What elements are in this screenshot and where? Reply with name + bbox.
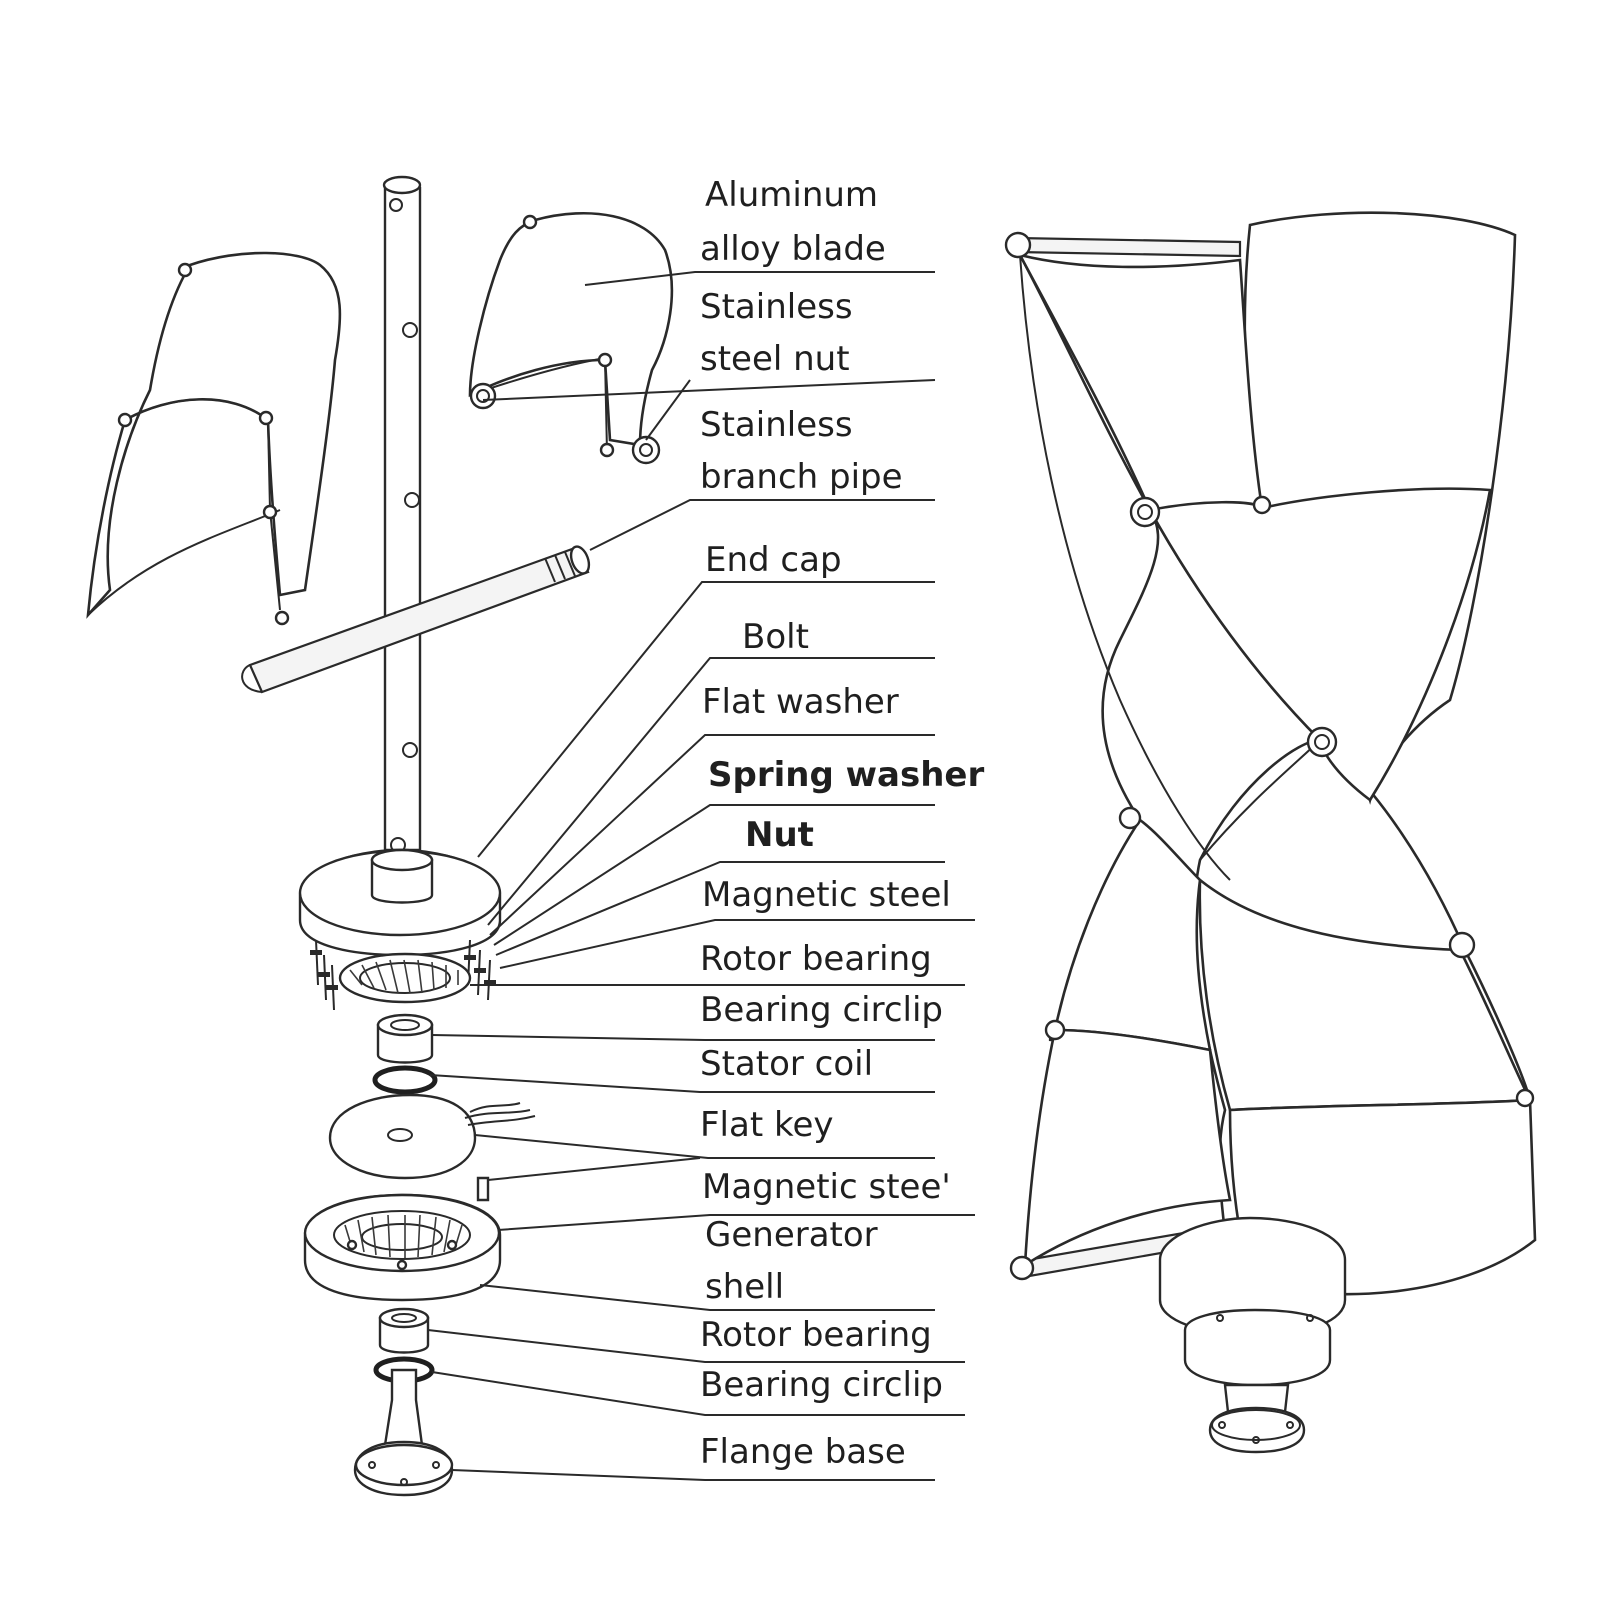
right-top-blade <box>468 211 674 465</box>
label-bolt: Bolt <box>742 617 809 657</box>
label-flat-washer: Flat washer <box>702 682 899 722</box>
stator-coil-part <box>328 1093 536 1180</box>
label-flange-base: Flange base <box>700 1432 906 1472</box>
end-cap-part <box>298 848 502 957</box>
label-stainless-branch-pipe-line2: branch pipe <box>700 457 903 497</box>
label-nut: Nut <box>745 815 814 855</box>
assembled-turbine <box>1004 211 1537 1454</box>
label-bearing-circlip-upper: Bearing circlip <box>700 990 943 1030</box>
label-bearing-circlip-lower: Bearing circlip <box>700 1365 943 1405</box>
branch-pipe <box>241 545 591 694</box>
label-stainless-branch-pipe-line1: Stainless <box>700 405 853 445</box>
flat-key-part <box>476 1176 490 1202</box>
label-stainless-steel-nut-line2: steel nut <box>700 339 850 379</box>
label-rotor-bearing-lower: Rotor bearing <box>700 1315 932 1355</box>
label-generator-shell-line1: Generator <box>705 1215 878 1255</box>
generator-shell-part <box>303 1193 502 1302</box>
rotor-bearing-lower-part <box>378 1307 430 1354</box>
label-generator-shell-line2: shell <box>705 1267 785 1307</box>
bolts-ring <box>310 939 496 1011</box>
label-magnetic-steel-upper: Magnetic steel <box>702 875 951 915</box>
left-blade <box>86 251 342 626</box>
label-aluminum-alloy-blade-line2: alloy blade <box>700 229 886 269</box>
flange-base-part <box>353 1368 454 1497</box>
rotor-bearing-upper-part <box>376 1013 434 1064</box>
label-spring-washer: Spring washer <box>708 755 985 795</box>
label-magnetic-steel-lower: Magnetic stee' <box>702 1167 951 1207</box>
magnetic-steel-ring-upper <box>338 952 472 1004</box>
leader-lines <box>427 271 975 1481</box>
label-stainless-steel-nut-line1: Stainless <box>700 287 853 327</box>
label-end-cap: End cap <box>705 540 842 580</box>
label-rotor-bearing-upper: Rotor bearing <box>700 939 932 979</box>
label-aluminum-alloy-blade-line1: Aluminum <box>705 175 879 215</box>
label-flat-key: Flat key <box>700 1105 834 1145</box>
exploded-view <box>86 175 674 1497</box>
main-shaft <box>382 175 422 853</box>
bearing-circlip-upper-part <box>372 1065 438 1095</box>
label-stator-coil: Stator coil <box>700 1044 874 1084</box>
